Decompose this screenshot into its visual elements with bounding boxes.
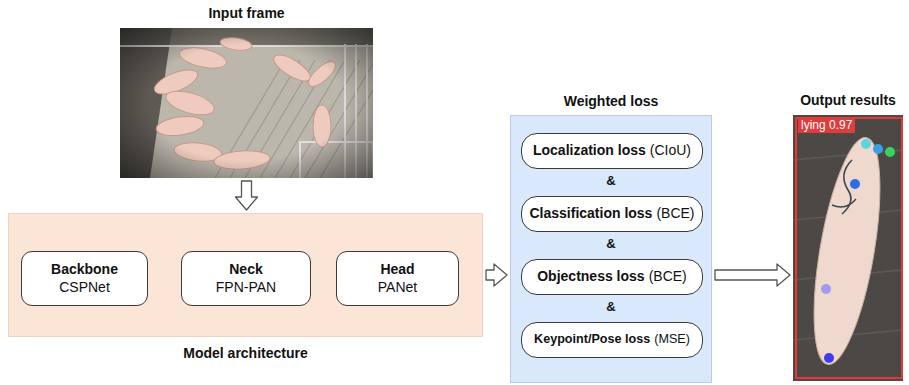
output-photo-part (861, 139, 871, 149)
block-arrow (715, 264, 790, 286)
box-subtitle: CSPNet (59, 279, 110, 297)
output-photo-part (821, 284, 831, 294)
box-title: Objectness loss (537, 268, 644, 286)
input-photo-part (120, 28, 373, 178)
detection-label: lying 0.97 (798, 118, 855, 133)
text-group: Classification loss(BCE) (529, 205, 694, 223)
module-box: NeckFPN-PAN (181, 251, 311, 306)
output-photo-part (793, 115, 903, 381)
text-group: HeadPANet (378, 261, 417, 296)
loss-box: Objectness loss (BCE) (521, 259, 703, 295)
box-title: Keypoint/Pose loss (534, 332, 650, 348)
heading: Input frame (208, 5, 284, 21)
box-subtitle: (BCE) (656, 205, 694, 223)
architecture-panel: Model architectureBackboneCSPNetNeckFPN-… (8, 213, 483, 337)
output-frame: Output results (793, 115, 903, 381)
box-subtitle: (BCE) (649, 268, 687, 286)
loss-box: Classification loss(BCE) (521, 196, 703, 232)
text-group: Localization loss(CIoU) (533, 142, 691, 160)
output-photo-part (885, 147, 895, 157)
arrow-body (715, 264, 790, 286)
output-photo (793, 115, 903, 381)
box-title: Backbone (51, 261, 118, 279)
output-photo-part (832, 199, 856, 207)
module-box: HeadPANet (336, 251, 459, 306)
output-photo-part (801, 133, 893, 369)
module-box: BackboneCSPNet (21, 251, 148, 306)
box-title: Neck (229, 261, 262, 279)
block-arrow (486, 264, 507, 286)
input-photo (120, 28, 373, 178)
and-sign: & (606, 299, 615, 314)
input-frame: Input frame (120, 28, 373, 178)
box-subtitle: PANet (378, 279, 417, 297)
box-title: Classification loss (529, 205, 652, 223)
block-arrow (236, 181, 258, 210)
heading: Output results (800, 92, 896, 108)
heading: Model architecture (183, 345, 307, 361)
box-title: Localization loss (533, 142, 646, 160)
box-subtitle: (CIoU) (650, 142, 691, 160)
heading: Weighted loss (564, 93, 659, 109)
output-photo-part (850, 179, 860, 189)
loss-box: Localization loss(CIoU) (521, 133, 703, 169)
text-group: Keypoint/Pose loss(MSE) (534, 332, 690, 348)
output-photo-part (796, 118, 902, 378)
arrow-body (486, 264, 507, 286)
box-title: Head (380, 261, 414, 279)
arrow-body (236, 181, 258, 210)
text-group: BackboneCSPNet (51, 261, 118, 296)
text-group: NeckFPN-PAN (216, 261, 276, 296)
loss-box: Keypoint/Pose loss(MSE) (521, 322, 703, 358)
output-photo-part (824, 353, 834, 363)
and-sign: & (606, 236, 615, 251)
text-group: Objectness loss (BCE) (537, 268, 687, 286)
box-subtitle: FPN-PAN (216, 279, 276, 297)
output-photo-part (873, 144, 883, 154)
box-subtitle: (MSE) (654, 332, 690, 348)
input-photo-part (120, 28, 373, 178)
and-sign: & (606, 173, 615, 188)
